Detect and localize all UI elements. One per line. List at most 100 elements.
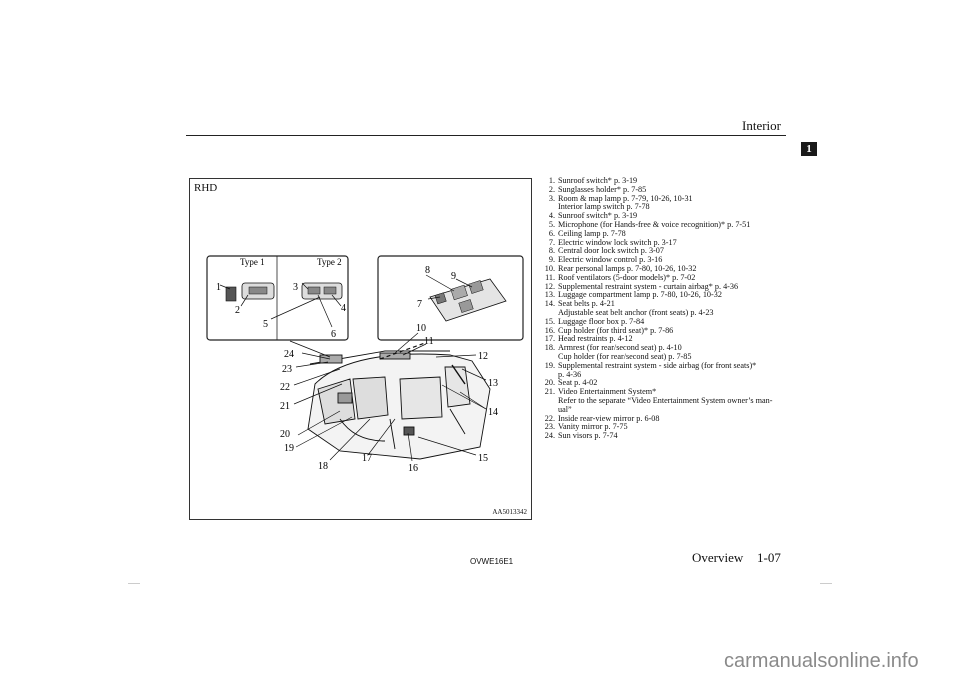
item-text: Luggage floor box p. 7-84 xyxy=(558,316,645,326)
interior-figure: RHD Type 1 Type 2 1 2 3 4 5 6 xyxy=(189,178,532,520)
type1-label: Type 1 xyxy=(240,257,265,267)
callout-15: 15 xyxy=(478,453,488,464)
item-text: Armrest (for rear/second seat) p. 4-10 xyxy=(558,343,682,353)
list-item: 19.Supplemental restraint system - side … xyxy=(541,361,791,380)
callout-2: 2 xyxy=(235,305,240,316)
item-number: 23. xyxy=(544,422,555,432)
item-text: Microphone (for Hands-free & voice recog… xyxy=(558,219,751,229)
item-number: 13. xyxy=(544,290,555,300)
item-number: 5. xyxy=(548,219,555,229)
list-item: 8.Central door lock switch p. 3-07 xyxy=(541,246,791,256)
item-text: Sunglasses holder* p. 7-85 xyxy=(558,184,647,194)
door-switch-inset xyxy=(377,255,524,341)
list-item: 16.Cup holder (for third seat)* p. 7-86 xyxy=(541,325,791,336)
item-subtext: Refer to the separate “Video Entertainme… xyxy=(558,395,773,405)
item-number: 9. xyxy=(548,255,555,265)
item-number: 18. xyxy=(544,343,555,353)
item-number: 4. xyxy=(548,211,555,221)
item-number: 2. xyxy=(548,184,555,194)
list-item: 7.Electric window lock switch p. 3-17 xyxy=(541,237,791,248)
interior-illustration: Type 1 Type 2 1 2 3 4 5 6 xyxy=(206,255,524,474)
item-number: 17. xyxy=(544,334,555,344)
list-item: 17.Head restraints p. 4-12 xyxy=(541,334,791,344)
figure-label: RHD xyxy=(194,182,218,194)
callout-17: 17 xyxy=(362,453,372,464)
item-text: Cup holder (for third seat)* p. 7-86 xyxy=(558,325,674,335)
list-item: 22.Inside rear-view mirror p. 6-08 xyxy=(541,414,791,424)
list-item: 6.Ceiling lamp p. 7-78 xyxy=(541,228,791,239)
item-number: 14. xyxy=(544,299,555,309)
section-title: Interior xyxy=(742,118,781,133)
item-text: Video Entertainment System* xyxy=(558,387,657,397)
item-number: 8. xyxy=(548,246,555,256)
callout-8: 8 xyxy=(425,265,430,276)
callout-20: 20 xyxy=(280,429,290,440)
callout-9: 9 xyxy=(451,271,456,282)
item-subtext: p. 4-36 xyxy=(558,369,582,379)
callout-11: 11 xyxy=(424,336,434,347)
item-text: Sun visors p. 7-74 xyxy=(558,431,618,441)
item-number: 3. xyxy=(548,193,555,203)
item-number: 21. xyxy=(544,387,555,397)
item-text: Room & map lamp p. 7-79, 10-26, 10-31 xyxy=(558,193,693,203)
item-number: 20. xyxy=(544,378,555,388)
callout-16: 16 xyxy=(408,463,418,474)
item-subtext: ual” xyxy=(558,404,572,414)
callout-6: 6 xyxy=(331,329,336,340)
header-rule xyxy=(186,135,786,136)
list-item: 9.Electric window control p. 3-16 xyxy=(541,255,791,265)
item-number: 6. xyxy=(548,228,555,238)
item-subtext: Adjustable seat belt anchor (front seats… xyxy=(558,307,714,317)
list-item: 13.Luggage compartment lamp p. 7-80, 10-… xyxy=(541,290,791,300)
item-number: 7. xyxy=(548,237,555,247)
list-item: 5.Microphone (for Hands-free & voice rec… xyxy=(541,219,791,230)
list-item: 20.Seat p. 4-02 xyxy=(541,378,791,388)
type2-label: Type 2 xyxy=(317,257,342,267)
item-number: 1. xyxy=(548,176,555,185)
item-text: Seat p. 4-02 xyxy=(558,378,598,388)
list-item: 1.Sunroof switch* p. 3-19 xyxy=(541,176,791,186)
item-text: Roof ventilators (5-door models)* p. 7-0… xyxy=(558,272,696,282)
item-number: 10. xyxy=(544,263,555,273)
item-number: 24. xyxy=(544,431,555,441)
list-item: 10.Rear personal lamps p. 7-80, 10-26, 1… xyxy=(541,263,791,274)
item-text: Central door lock switch p. 3-07 xyxy=(558,246,664,256)
item-text: Vanity mirror p. 7-75 xyxy=(558,422,628,432)
crop-mark xyxy=(820,583,832,584)
page-number: 1-07 xyxy=(757,550,781,565)
footer-section: Overview xyxy=(692,550,744,565)
item-text: Electric window lock switch p. 3-17 xyxy=(558,237,677,247)
callout-4: 4 xyxy=(341,303,346,314)
list-item: 4.Sunroof switch* p. 3-19 xyxy=(541,211,791,221)
item-text: Sunroof switch* p. 3-19 xyxy=(558,176,638,185)
item-text: Seat belts p. 4-21 xyxy=(558,299,615,309)
item-text: Sunroof switch* p. 3-19 xyxy=(558,211,638,221)
item-text: Ceiling lamp p. 7-78 xyxy=(558,228,626,238)
callout-12: 12 xyxy=(478,351,488,362)
callout-19: 19 xyxy=(284,443,294,454)
list-item: 11.Roof ventilators (5-door models)* p. … xyxy=(541,272,791,283)
list-item: 23.Vanity mirror p. 7-75 xyxy=(541,422,791,432)
callout-23: 23 xyxy=(282,364,292,375)
item-text: Rear personal lamps p. 7-80, 10-26, 10-3… xyxy=(558,263,697,273)
callout-3: 3 xyxy=(293,282,298,293)
item-text: Electric window control p. 3-16 xyxy=(558,255,663,265)
item-subtext: Cup holder (for rear/second seat) p. 7-8… xyxy=(558,351,692,361)
figure-code: AA5013342 xyxy=(492,508,527,516)
item-subtext: Interior lamp switch p. 7-78 xyxy=(558,202,650,212)
list-item: 18.Armrest (for rear/second seat) p. 4-1… xyxy=(541,343,791,362)
list-item: 15.Luggage floor box p. 7-84 xyxy=(541,316,791,327)
callout-21: 21 xyxy=(280,401,290,412)
callout-14: 14 xyxy=(488,407,498,418)
callout-1: 1 xyxy=(216,282,221,293)
callout-7: 7 xyxy=(417,299,422,310)
footer-code: OVWE16E1 xyxy=(470,557,514,566)
item-number: 12. xyxy=(544,281,555,291)
list-item: 24.Sun visors p. 7-74 xyxy=(541,431,791,441)
callout-22: 22 xyxy=(280,382,290,393)
callout-24: 24 xyxy=(284,349,294,360)
callout-18: 18 xyxy=(318,461,328,472)
cabin-illustration xyxy=(307,350,491,460)
